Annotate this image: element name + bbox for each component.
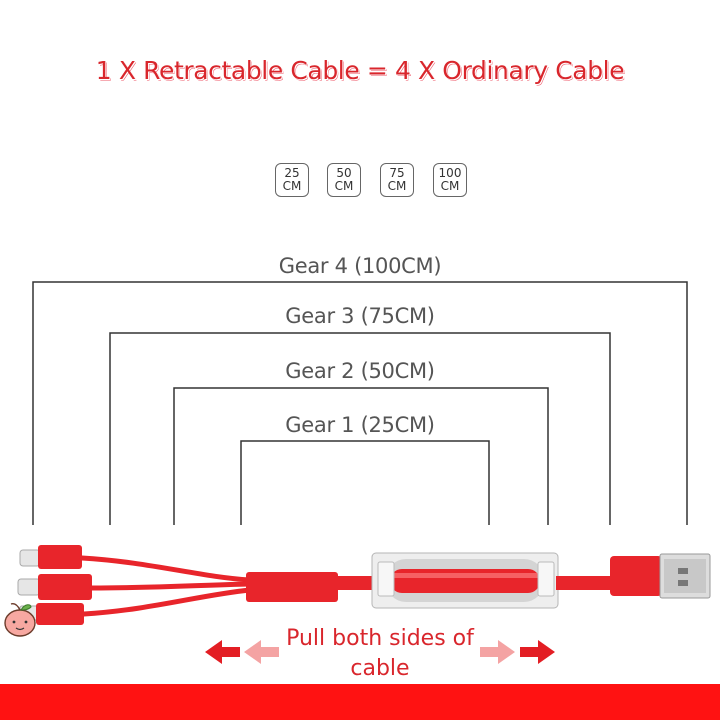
gear-3-bracket	[109, 332, 611, 525]
badge-unit: CM	[387, 179, 407, 193]
gear-3-label: Gear 3 (75CM)	[285, 304, 435, 328]
gear-brackets	[32, 281, 688, 525]
headline: 1 X Retractable Cable = 4 X Ordinary Cab…	[95, 56, 625, 85]
connector-heads	[17, 545, 92, 625]
cable-branches	[79, 555, 253, 617]
pull-instruction: Pull both sides of cable	[270, 624, 490, 684]
bottom-bar	[0, 684, 720, 720]
type-c-connector-top	[19, 549, 41, 567]
usb-a-plug	[610, 553, 711, 599]
connector-housing-bottom	[36, 603, 84, 625]
gear-4-label: Gear 4 (100CM)	[278, 254, 442, 278]
gear-4-bracket	[32, 281, 688, 525]
length-badge-25: 25 CM	[275, 163, 309, 197]
pull-instruction-line-1: Pull both sides of	[286, 626, 474, 651]
cable-segment-right	[556, 576, 616, 590]
double-arrow-left-icon	[205, 640, 279, 664]
gear-2-bracket	[173, 387, 549, 525]
badge-value: 100	[438, 166, 462, 180]
double-arrow-right-icon	[480, 640, 555, 664]
connector-housing-top	[38, 545, 82, 569]
badge-value: 75	[389, 166, 405, 180]
pull-instruction-line-2: cable	[350, 656, 410, 681]
gear-1-label: Gear 1 (25CM)	[285, 413, 435, 437]
length-badge-100: 100 CM	[433, 163, 467, 197]
badge-unit: CM	[282, 179, 302, 193]
splitter-sleeve	[246, 572, 338, 602]
gear-1-bracket	[240, 440, 490, 525]
length-badge-50: 50 CM	[327, 163, 361, 197]
connector-housing-middle	[38, 574, 92, 600]
badge-unit: CM	[440, 179, 460, 193]
apple-logo-icon	[4, 602, 36, 637]
length-badge-75: 75 CM	[380, 163, 414, 197]
type-c-connector-middle	[17, 578, 41, 596]
badge-value: 50	[336, 166, 352, 180]
badge-value: 25	[284, 166, 300, 180]
cable-segment-left	[336, 576, 376, 590]
gear-2-label: Gear 2 (50CM)	[285, 359, 435, 383]
retractable-reel	[371, 552, 559, 609]
badge-unit: CM	[334, 179, 354, 193]
